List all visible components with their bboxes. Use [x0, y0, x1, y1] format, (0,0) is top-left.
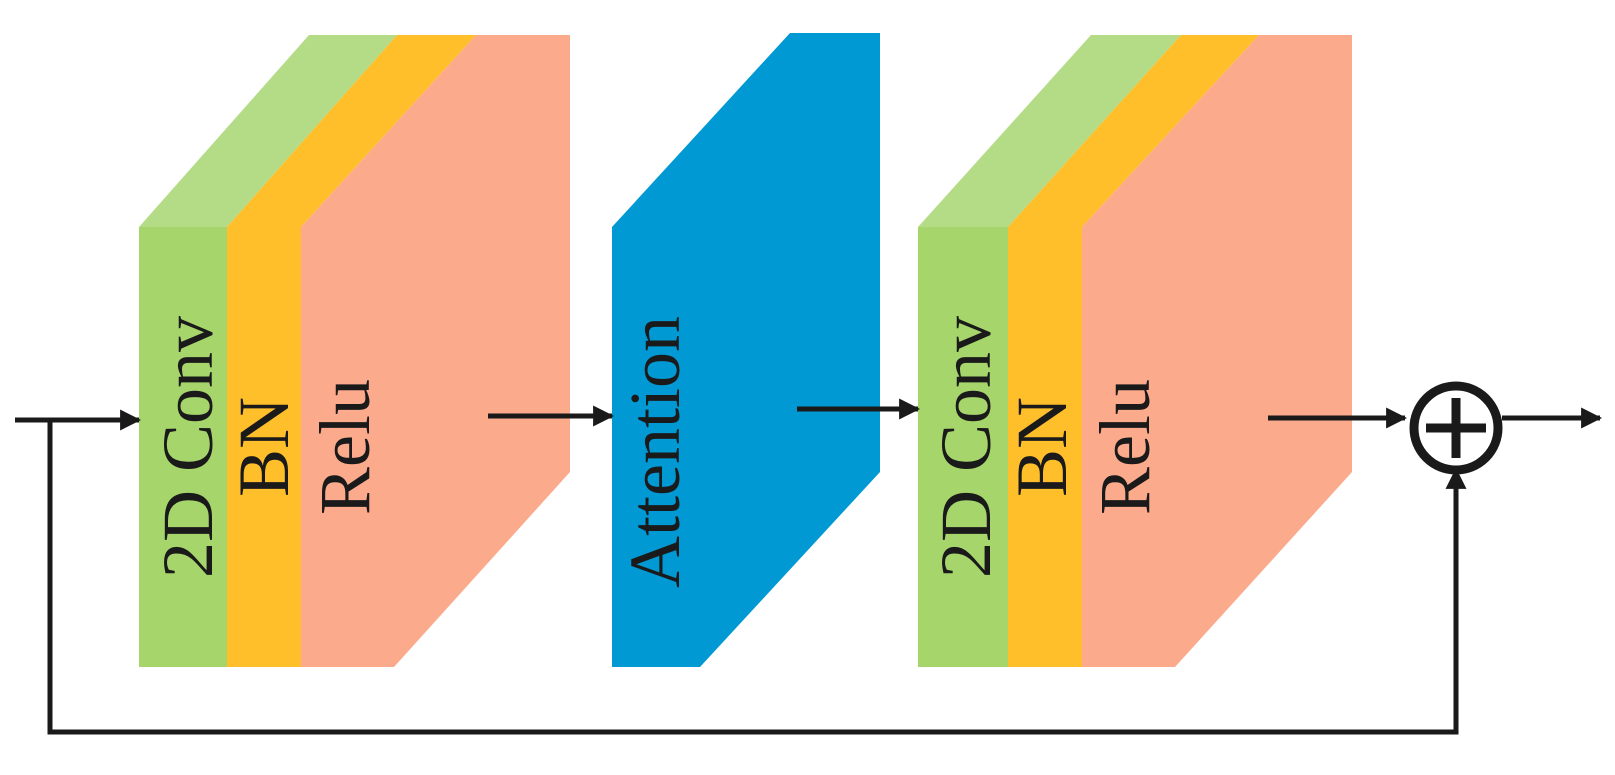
skip-connection [47, 420, 1467, 735]
bn-layer-2 [1008, 227, 1082, 667]
bn-layer-1-label: BN [224, 397, 304, 497]
attention-block: Attention [612, 33, 880, 667]
bn-layer-1-top [227, 35, 476, 227]
bn-layer-2-top [1008, 35, 1259, 227]
sum-node [1409, 381, 1503, 475]
attention-label: Attention [615, 316, 695, 588]
conv-layer-2-label: 2D Conv [926, 316, 1006, 578]
conv-block-1: 2D Conv BN Relu [139, 35, 570, 667]
bn-layer-1 [227, 227, 301, 667]
conv-layer-1-label: 2D Conv [148, 316, 228, 578]
conv-layer-1 [139, 227, 227, 667]
attention-layer [612, 33, 880, 667]
conv-layer-1-top [139, 35, 397, 227]
relu-layer-2-label: Relu [1085, 379, 1165, 515]
bn-layer-2-label: BN [1002, 397, 1082, 497]
relu-layer-1-label: Relu [305, 379, 385, 515]
relu-layer-1 [301, 35, 570, 667]
conv-layer-2-top [918, 35, 1181, 227]
connections [15, 398, 1603, 735]
conv-layer-2 [918, 227, 1008, 667]
conv-block-2: 2D Conv BN Relu [918, 35, 1352, 667]
relu-layer-2 [1082, 35, 1352, 667]
